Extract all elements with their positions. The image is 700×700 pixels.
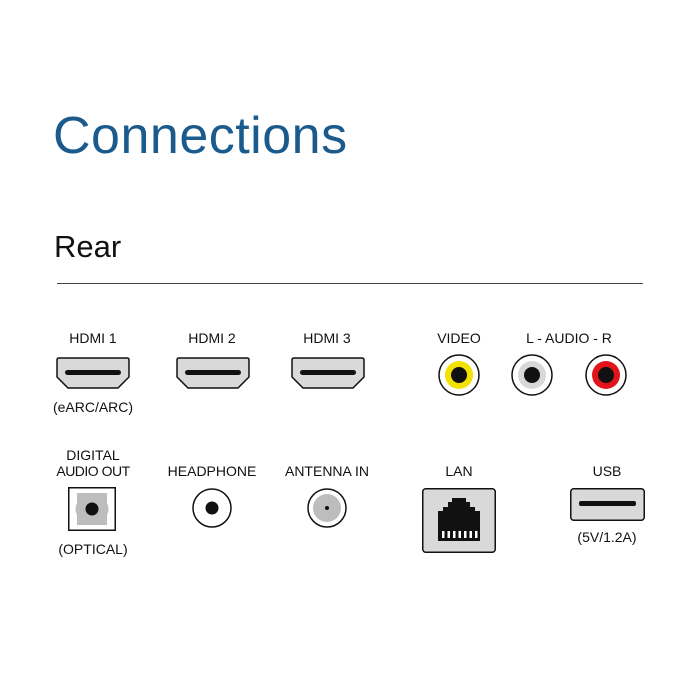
hdmi-port-icon [56,357,130,389]
headphone-label: HEADPHONE [167,463,257,479]
rca-video-icon [438,354,480,396]
video-label: VIDEO [437,330,481,346]
rca-audio-right-icon [585,354,627,396]
antenna-label: ANTENNA IN [284,463,369,479]
divider [57,283,643,284]
lan-label: LAN [445,463,473,479]
hdmi2-label: HDMI 2 [188,330,236,346]
page-title: Connections [53,107,348,165]
usb-label: USB [592,463,622,479]
hdmi1-label: HDMI 1 [69,330,117,346]
optical-port-icon [68,487,116,531]
audio-label: L - AUDIO - R [526,330,612,346]
optical-label-line2: AUDIO OUT [56,463,130,479]
lan-port-icon [422,488,496,553]
hdmi1-note: (eARC/ARC) [52,399,134,415]
optical-note: (OPTICAL) [58,541,128,557]
usb-port-icon [570,488,645,521]
optical-label-line1: DIGITAL [66,447,120,463]
hdmi3-label: HDMI 3 [303,330,351,346]
antenna-port-icon [307,488,347,528]
headphone-jack-icon [192,488,232,528]
usb-note: (5V/1.2A) [577,529,637,545]
section-title: Rear [54,229,122,264]
hdmi-port-icon [176,357,250,389]
hdmi-port-icon [291,357,365,389]
rca-audio-left-icon [511,354,553,396]
